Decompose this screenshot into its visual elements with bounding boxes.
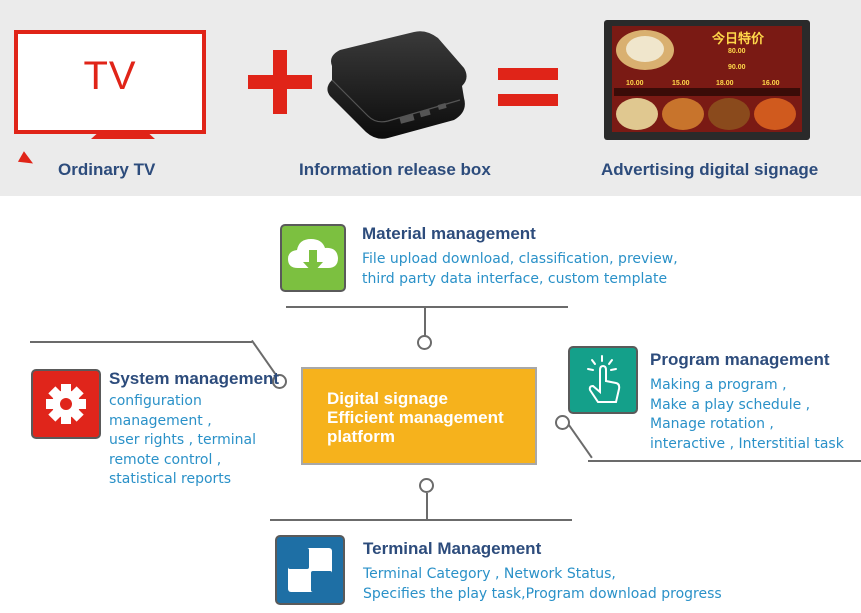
connector-node-right (555, 415, 570, 430)
terminal-line: Specifies the play task,Program download… (363, 585, 722, 602)
red-pointer-mark (17, 151, 37, 169)
signage-price: 15.00 (672, 80, 690, 87)
center-line-3: platform (327, 427, 395, 446)
terminal-description: Terminal Category , Network Status, Spec… (363, 565, 722, 604)
program-title: Program management (650, 350, 830, 369)
connector-line-right (588, 460, 861, 462)
connector-line-top (286, 306, 568, 308)
center-line-2: Efficient management (327, 408, 504, 427)
system-line: configuration (109, 393, 202, 409)
program-line: Manage rotation , (650, 416, 774, 432)
terminal-title: Terminal Management (363, 539, 542, 558)
connector-node-bottom (419, 478, 434, 493)
center-line-1: Digital signage (327, 389, 448, 408)
tv-icon: TV (14, 30, 206, 134)
terminal-line: Terminal Category , Network Status, (363, 566, 616, 582)
touch-hand-icon (568, 346, 638, 414)
cloud-download-icon (280, 224, 346, 292)
signage-price: 90.00 (728, 64, 746, 71)
caption-information-release-box: Information release box (299, 160, 491, 179)
material-description: File upload download, classification, pr… (362, 250, 678, 289)
plus-icon-vertical (273, 50, 287, 114)
system-line: statistical reports (109, 471, 232, 487)
grid-squares-icon (275, 535, 345, 605)
connector-node-left (272, 374, 287, 389)
top-banner: TV 今日特价 80.00 90.00 (0, 0, 861, 196)
tv-stand (91, 130, 155, 139)
material-line: File upload download, classification, pr… (362, 251, 678, 267)
program-description: Making a program , Make a play schedule … (650, 376, 844, 454)
material-title: Material management (362, 224, 536, 243)
caption-ordinary-tv: Ordinary TV (58, 160, 156, 179)
connector-diagonal-right (567, 422, 593, 459)
signage-price: 80.00 (728, 48, 746, 55)
system-line: user rights , terminal (109, 432, 257, 448)
center-platform-box: Digital signage Efficient management pla… (301, 367, 537, 465)
signage-price: 18.00 (716, 80, 734, 87)
system-title: System management (109, 369, 280, 388)
connector-stem-bottom (426, 493, 428, 519)
digital-signage-image: 今日特价 80.00 90.00 10.00 15.00 18.00 16.00 (604, 20, 810, 140)
tv-label: TV (83, 54, 137, 98)
connector-node-top (417, 335, 432, 350)
signage-title: 今日特价 (712, 31, 765, 46)
signage-price: 10.00 (626, 80, 644, 87)
signage-price: 16.00 (762, 80, 780, 87)
material-line: third party data interface, custom templ… (362, 270, 668, 287)
connector-stem-top (424, 306, 426, 336)
connector-line-left (30, 341, 252, 343)
system-description: configuration management , user rights ,… (109, 392, 256, 490)
system-line: management , (109, 412, 212, 429)
program-line: Making a program , (650, 377, 787, 393)
gear-icon (31, 369, 101, 439)
system-line: remote control , (109, 451, 222, 468)
program-line: Make a play schedule , (650, 396, 811, 413)
media-box-image (322, 28, 472, 140)
program-line: interactive , Interstitial task (650, 435, 844, 452)
connector-line-bottom (270, 519, 572, 521)
equals-icon-lower (498, 94, 558, 106)
caption-advertising-digital-signage: Advertising digital signage (601, 160, 819, 179)
equals-icon (498, 68, 558, 80)
